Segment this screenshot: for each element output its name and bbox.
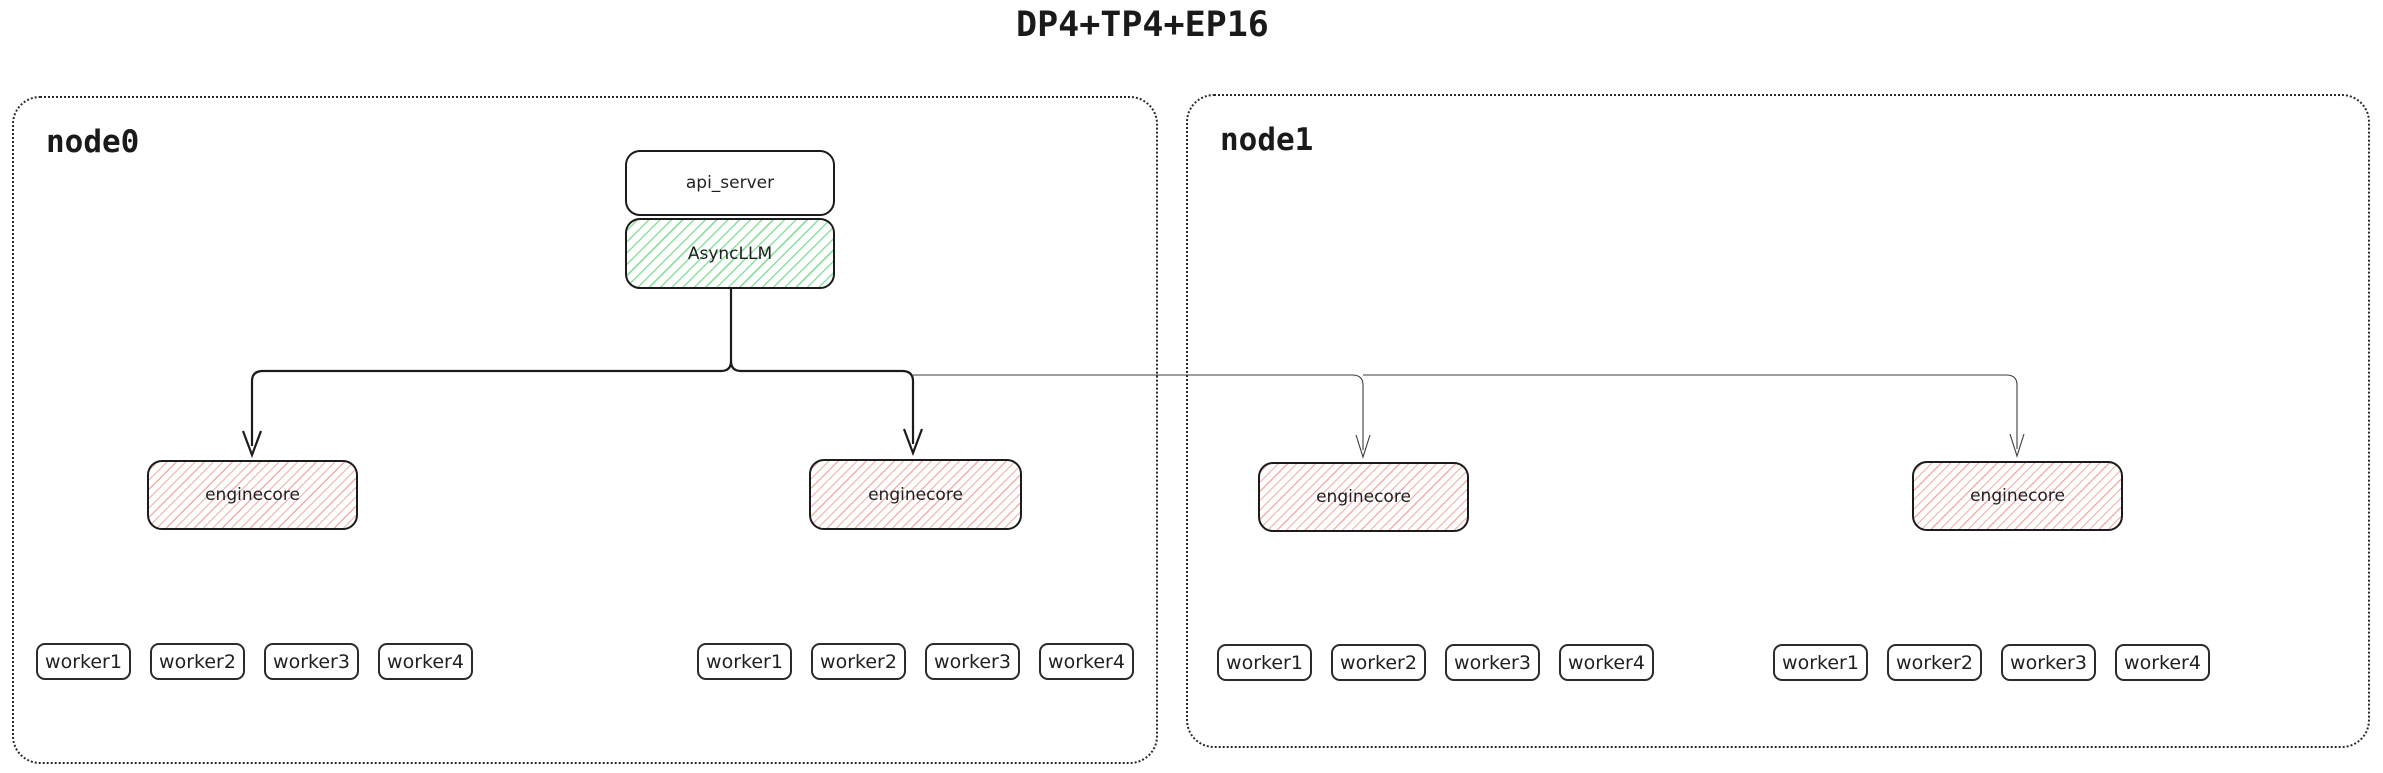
worker-box: worker2 (1331, 644, 1426, 681)
api-server-box: api_server (625, 150, 835, 216)
worker-box: worker2 (150, 643, 245, 680)
worker-box: worker1 (697, 643, 792, 680)
enginecore-box-3: enginecore (1258, 462, 1469, 532)
enginecore-label: enginecore (1970, 486, 2065, 506)
worker-box: worker2 (1887, 644, 1982, 681)
worker-box: worker3 (925, 643, 1020, 680)
diagram-title: DP4+TP4+EP16 (1016, 5, 1269, 45)
api-server-label: api_server (685, 173, 775, 193)
enginecore-label: enginecore (205, 485, 300, 505)
worker-group-2: worker1 worker2 worker3 worker4 (697, 643, 1134, 680)
worker-group-1: worker1 worker2 worker3 worker4 (36, 643, 473, 680)
worker-box: worker2 (811, 643, 906, 680)
worker-box: worker4 (1559, 644, 1654, 681)
node1-label: node1 (1220, 122, 1314, 158)
worker-box: worker1 (1217, 644, 1312, 681)
worker-box: worker3 (1445, 644, 1540, 681)
worker-group-4: worker1 worker2 worker3 worker4 (1773, 644, 2210, 681)
enginecore-box-1: enginecore (147, 460, 358, 530)
worker-box: worker3 (264, 643, 359, 680)
enginecore-box-2: enginecore (809, 459, 1022, 530)
async-llm-box: AsyncLLM (625, 218, 835, 289)
enginecore-label: enginecore (868, 484, 963, 505)
node0-label: node0 (46, 124, 140, 160)
async-llm-label: AsyncLLM (687, 243, 773, 264)
worker-group-3: worker1 worker2 worker3 worker4 (1217, 644, 1654, 681)
enginecore-box-4: enginecore (1912, 461, 2123, 531)
worker-box: worker3 (2001, 644, 2096, 681)
worker-box: worker4 (1039, 643, 1134, 680)
worker-box: worker4 (2115, 644, 2210, 681)
enginecore-label: enginecore (1316, 487, 1411, 507)
worker-box: worker1 (36, 643, 131, 680)
worker-box: worker1 (1773, 644, 1868, 681)
worker-box: worker4 (378, 643, 473, 680)
